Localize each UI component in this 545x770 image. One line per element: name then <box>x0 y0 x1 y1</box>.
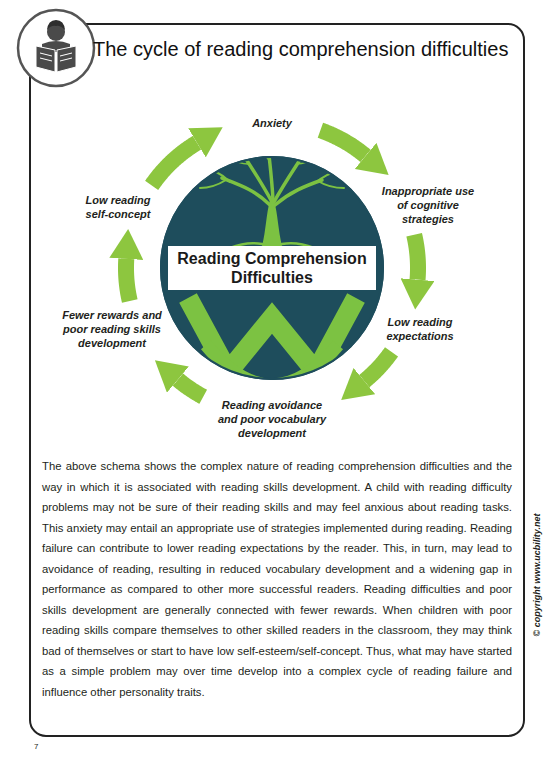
node-text: Low reading self-concept <box>73 194 163 222</box>
cycle-arrow <box>414 235 418 280</box>
node-text: Low reading expectations <box>374 316 466 344</box>
circle-outline-shape <box>161 157 383 379</box>
cycle-stage: Low reading expectations <box>371 314 469 346</box>
cycle-arrow <box>126 259 130 301</box>
node-text: Anxiety <box>233 117 311 131</box>
cycle-stage: Fewer rewards and poor reading skills de… <box>52 307 172 352</box>
caption-paragraph: The above schema shows the complex natur… <box>42 456 512 702</box>
cycle-stage: Low reading self-concept <box>70 192 166 224</box>
reader-icon <box>18 10 94 86</box>
cycle-stage: Anxiety <box>230 115 314 133</box>
copyright-note: © copyright www.ucbility.net <box>532 514 542 637</box>
tree-emblem <box>160 135 384 385</box>
center-circle: Reading Comprehension Difficulties <box>160 156 384 380</box>
cycle-arrow <box>178 380 203 397</box>
cycle-stage: Reading avoidance and poor vocabulary de… <box>210 397 334 442</box>
cycle-arrow <box>320 130 365 156</box>
page-border <box>30 24 524 736</box>
node-text: Reading Comprehension Difficulties <box>168 246 376 290</box>
node-text: Fewer rewards and poor reading skills de… <box>55 309 169 350</box>
page-title: The cycle of reading comprehension diffi… <box>93 38 508 61</box>
node-text: Inappropriate use of cognitive strategie… <box>379 185 477 226</box>
page-number: 7 <box>34 742 38 751</box>
cycle-arrow <box>152 143 197 186</box>
node-text: Reading avoidance and poor vocabulary de… <box>213 399 331 440</box>
cycle-arrow <box>364 352 391 381</box>
cycle-stage: Inappropriate use of cognitive strategie… <box>376 183 480 228</box>
